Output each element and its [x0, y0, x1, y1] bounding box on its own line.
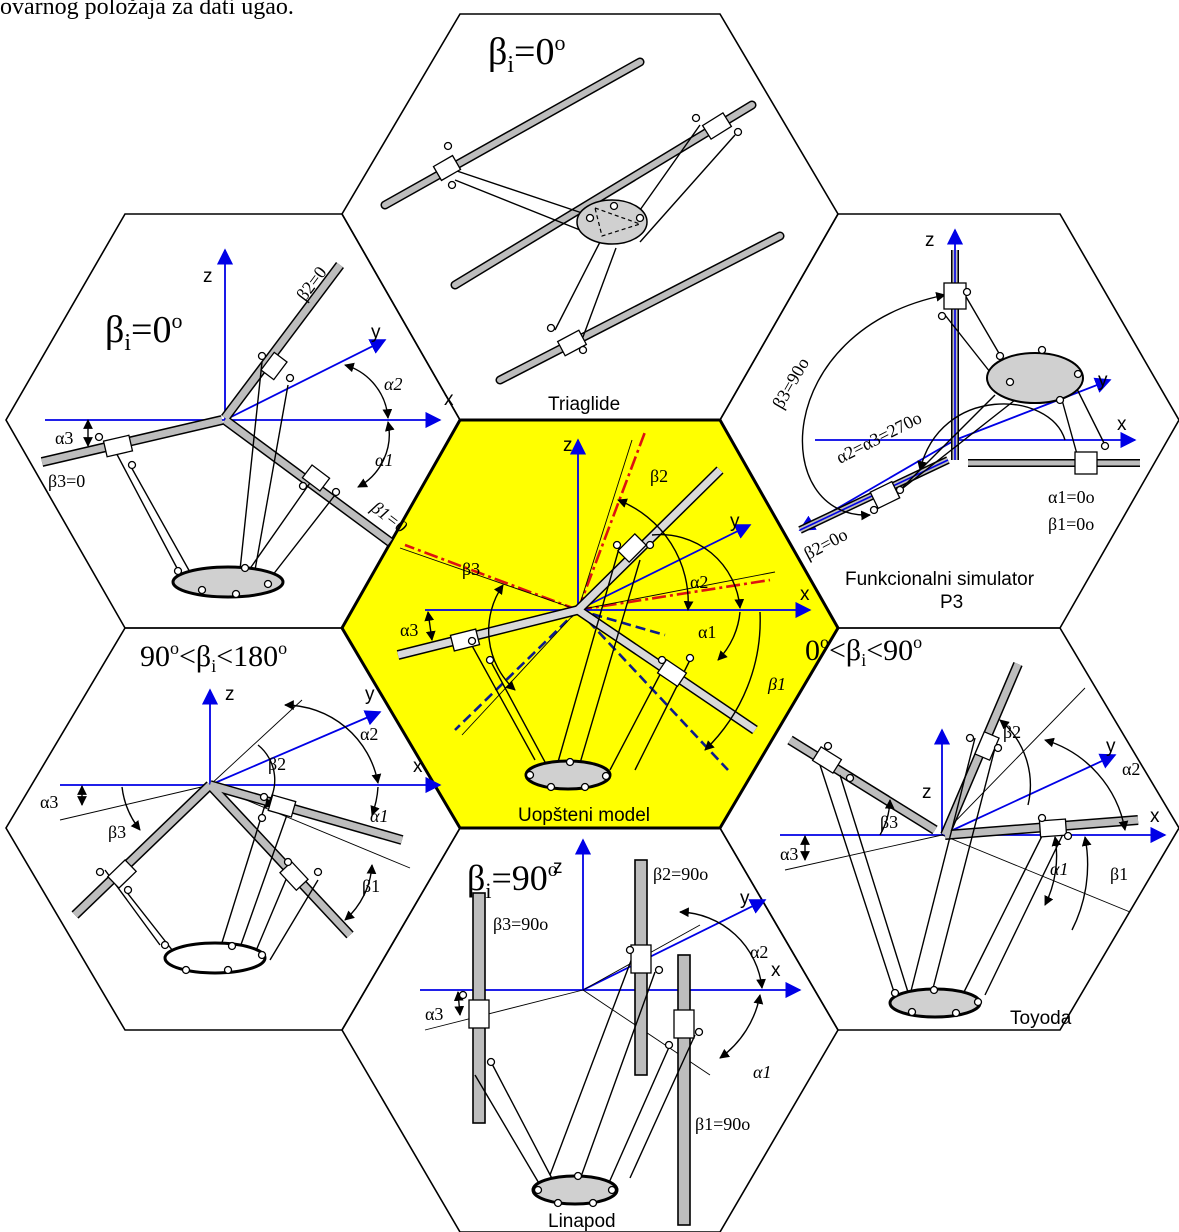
center-red-line-3 — [404, 543, 579, 612]
c-name: Uopšteni model — [518, 805, 650, 826]
linapod-rail-1 — [677, 954, 691, 1226]
b-a2: α2 — [750, 942, 768, 962]
center-blue-dash-2 — [577, 609, 729, 771]
ur-b3: β3=90o — [768, 354, 813, 412]
lr-axis-x: x — [1150, 806, 1160, 827]
triaglide-drawing — [380, 57, 785, 385]
ul-axis-y: y — [371, 322, 381, 343]
center-red-line-1 — [576, 431, 647, 611]
lower-left-drawing — [59, 688, 442, 975]
bottom-title: βi=90o — [467, 858, 558, 903]
c-b2: β2 — [650, 466, 668, 486]
top-title: βi=0o — [488, 30, 565, 78]
b-b1: β1=90o — [695, 1114, 750, 1134]
c-axis-y: y — [730, 511, 740, 532]
ur-axis-z: z — [925, 230, 935, 251]
ul-b3: β3=0 — [48, 471, 85, 491]
b-a3: α3 — [425, 1004, 443, 1024]
triaglide-platform — [576, 199, 648, 245]
ll-b2: β2 — [268, 754, 286, 774]
b-b3: β3=90o — [493, 914, 548, 934]
lower-right-drawing — [780, 662, 1167, 1019]
bottom-drawing — [420, 838, 802, 1226]
center-red-line-2 — [577, 578, 771, 612]
upper-left-title: βi=0o — [105, 308, 182, 356]
c-axis-x: x — [800, 584, 810, 605]
lr-axis-y: y — [1106, 736, 1116, 757]
lr-name: Toyoda — [1010, 1008, 1072, 1029]
ur-name-line1: Funkcionalni simulator — [845, 569, 1035, 590]
ur-axis-y: y — [1098, 370, 1108, 391]
ul-a1: α1 — [375, 450, 393, 470]
ll-b3: β3 — [108, 822, 126, 842]
center-blue-dash-3 — [454, 609, 579, 731]
lr-axis-z: z — [922, 782, 932, 803]
page-caption: ovarnog položaja za dati ugao. — [0, 0, 294, 20]
b-a1: α1 — [753, 1062, 771, 1082]
ll-axis-x: x — [413, 756, 423, 777]
b-axis-x: x — [771, 960, 781, 981]
ul-axis-z: z — [203, 266, 213, 287]
ul-a3: α3 — [55, 428, 73, 448]
lr-a3: α3 — [780, 844, 798, 864]
lr-a2: α2 — [1122, 759, 1140, 779]
ur-b1: β1=0o — [1048, 514, 1094, 534]
ur-axis-x: x — [1117, 414, 1127, 435]
c-a3: α3 — [400, 620, 418, 640]
center-drawing — [396, 431, 812, 792]
c-b1: β1 — [767, 674, 786, 694]
c-a2: α2 — [690, 572, 708, 592]
b-axis-z: z — [553, 857, 563, 878]
lr-a1: α1 — [1050, 859, 1068, 879]
ur-a23: α2=α3=270o — [833, 407, 925, 467]
ll-a1: α1 — [370, 806, 388, 826]
ur-name-line2: P3 — [940, 592, 963, 613]
ll-b1: β1 — [362, 876, 380, 896]
ll-a3: α3 — [40, 792, 58, 812]
upper-left-drawing — [40, 248, 442, 599]
ll-axis-y: y — [365, 684, 375, 705]
b-name: Linapod — [548, 1211, 616, 1232]
lr-b3: β3 — [880, 812, 898, 832]
lower-right-title: 0o<βi<90o — [805, 632, 922, 670]
lower-left-title: 90o<βi<180o — [140, 638, 287, 676]
hex-bottom — [341, 827, 839, 1232]
b-b2: β2=90o — [653, 864, 708, 884]
ur-a1: α1=0o — [1048, 487, 1095, 507]
ll-axis-z: z — [225, 684, 235, 705]
c-b3: β3 — [462, 559, 480, 579]
b-axis-y: y — [740, 888, 750, 909]
ul-a2: α2 — [384, 374, 402, 394]
c-a1: α1 — [698, 622, 716, 642]
lr-b2: β2 — [1003, 722, 1021, 742]
ll-a2: α2 — [360, 724, 378, 744]
ul-axis-x: x — [444, 389, 454, 410]
lr-b1: β1 — [1110, 864, 1128, 884]
c-axis-z: z — [563, 435, 573, 456]
upper-right-drawing — [798, 228, 1140, 534]
triaglide-label: Triaglide — [548, 394, 620, 415]
